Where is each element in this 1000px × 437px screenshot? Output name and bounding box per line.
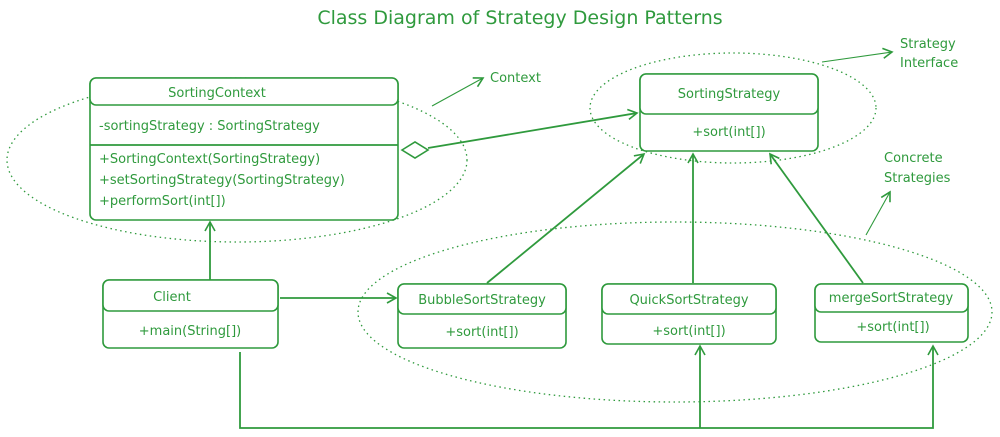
aggregation-arrow [427,108,639,149]
concrete-strategies-annotation-line1: Concrete [884,151,943,166]
context-annotation: Context [490,71,541,86]
class-client[interactable]: Client +main(String[]) [102,279,279,349]
class-quick-sort-strategy[interactable]: QuickSortStrategy +sort(int[]) [601,283,777,345]
sorting-strategy-name: SortingStrategy [678,87,781,102]
bubble-header [397,283,567,315]
concrete-group-ellipse [357,221,993,403]
bubble-name: BubbleSortStrategy [418,293,546,308]
quick-header [601,283,777,315]
class-bubble-sort-strategy[interactable]: BubbleSortStrategy +sort(int[]) [397,283,567,349]
class-sorting-strategy[interactable]: SortingStrategy +sort(int[]) [639,73,819,152]
quick-name: QuickSortStrategy [629,293,748,308]
sorting-strategy-method: +sort(int[]) [692,125,765,140]
merge-name: mergeSortStrategy [829,291,954,306]
client-method: +main(String[]) [139,324,241,339]
strategy-interface-pointer-arrow [821,47,894,63]
strategy-group-ellipse [589,52,877,164]
bubble-method: +sort(int[]) [445,325,518,340]
client-name: Client [153,290,191,305]
sorting-context-method: +performSort(int[]) [99,194,226,209]
aggregation-diamond [400,141,430,159]
strategy-interface-annotation-line2: Interface [900,56,958,71]
sorting-context-method: +SortingContext(SortingStrategy) [99,152,320,167]
context-pointer-arrow [431,77,485,107]
class-sorting-context[interactable]: SortingContext -sortingStrategy : Sortin… [89,77,399,221]
client-to-merge-connector [239,344,939,429]
client-header [102,279,279,312]
context-group-ellipse [6,77,468,243]
sorting-context-header [89,77,399,106]
concrete-strategies-annotation-line2: Strategies [884,171,951,186]
merge-method: +sort(int[]) [856,320,929,335]
merge-header [814,283,969,313]
sorting-context-attribute: -sortingStrategy : SortingStrategy [99,119,320,134]
concrete-strategies-pointer-arrow [865,190,891,236]
sorting-strategy-header [639,73,819,115]
strategy-interface-annotation-line1: Strategy [900,37,956,52]
class-merge-sort-strategy[interactable]: mergeSortStrategy +sort(int[]) [814,283,969,343]
quick-method: +sort(int[]) [652,324,725,339]
sorting-context-name: SortingContext [168,86,266,101]
merge-realization-arrow [769,152,864,284]
diagram-title: Class Diagram of Strategy Design Pattern… [317,7,722,29]
sorting-context-method: +setSortingStrategy(SortingStrategy) [99,173,345,188]
bubble-realization-arrow [486,152,646,284]
